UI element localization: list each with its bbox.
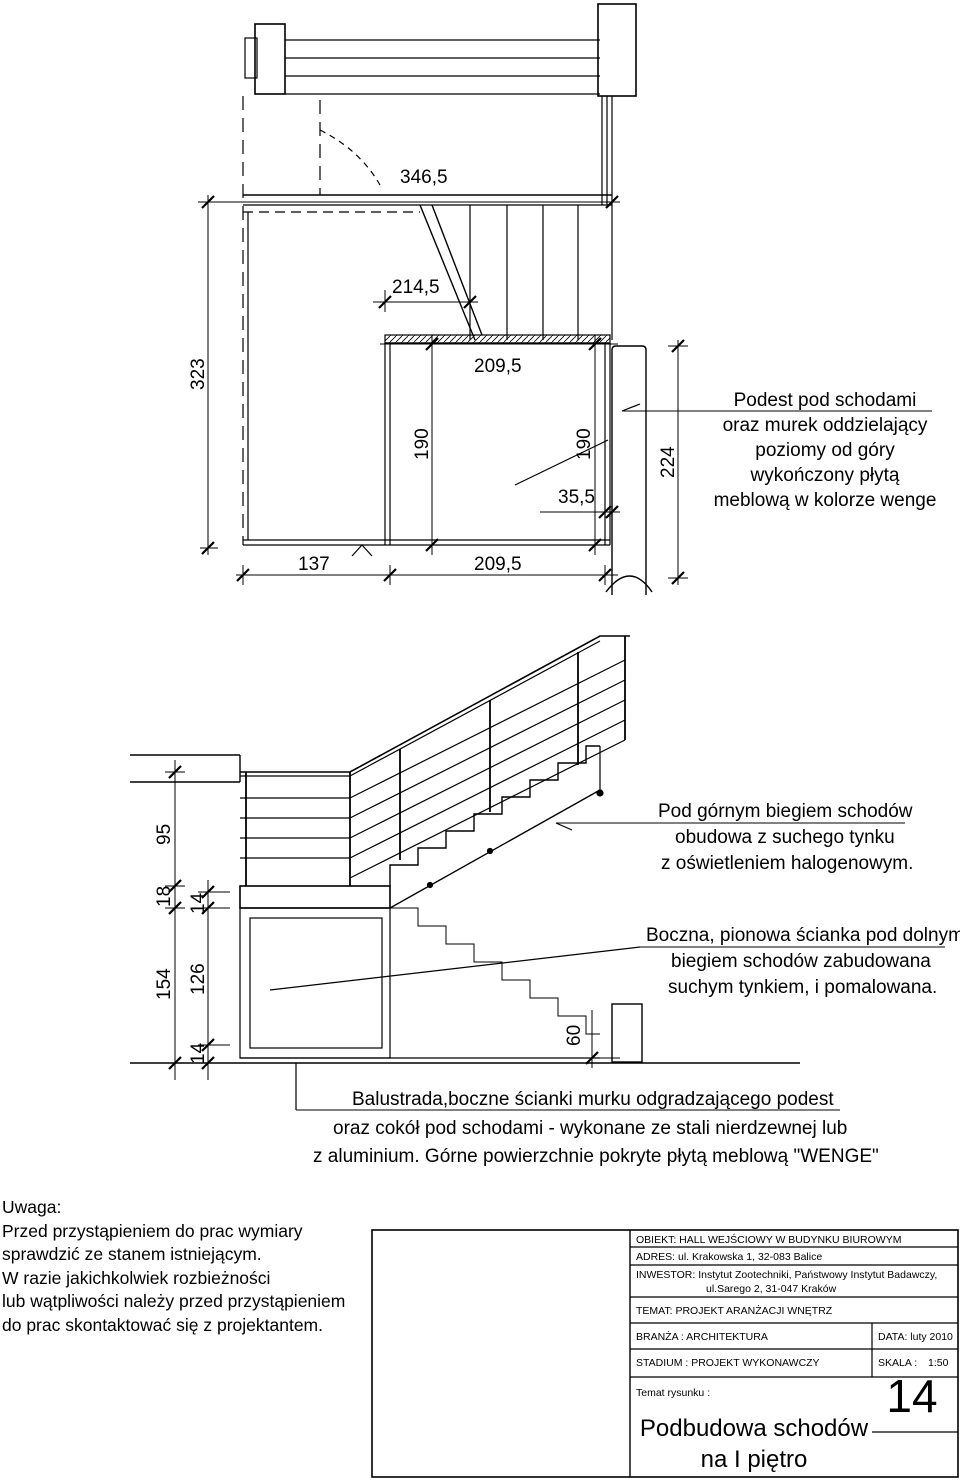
- plan-note: Podest pod schodami oraz murek oddzielaj…: [714, 390, 937, 511]
- note-side-line: biegiem schodów zabudowana: [671, 951, 931, 972]
- note-bottom-line: oraz cokół pod schodami - wykonane ze st…: [333, 1118, 847, 1139]
- tb-skala-label: SKALA :: [878, 1357, 917, 1369]
- plan-note-line: oraz murek oddzielający: [723, 415, 928, 436]
- dim-plinth-width: 60: [564, 1025, 585, 1046]
- remark-line: Przed przystąpieniem do prac wymiary: [2, 1220, 303, 1241]
- dim-landing-width-top: 209,5: [474, 356, 522, 377]
- dim-slab: 18: [154, 886, 175, 907]
- remark-line: lub wątpliwości należy przed przystąpien…: [2, 1291, 346, 1312]
- elevation-note-side: Boczna, pionowa ścianka pod dolnym biegi…: [646, 925, 960, 998]
- remark-line: W razie jakichkolwiek rozbieżności: [2, 1267, 271, 1288]
- dim-rail-offset: 35,5: [558, 487, 595, 508]
- note-bottom-line: z aluminium. Górne powierzchnie pokryte …: [313, 1146, 879, 1167]
- remark-line: do prac skontaktować się z projektantem.: [2, 1314, 323, 1335]
- plan-note-line: meblową w kolorze wenge: [714, 490, 937, 511]
- note-side-line: suchym tynkiem, i pomalowana.: [668, 977, 937, 998]
- dim-overall-depth: 323: [188, 358, 209, 390]
- dim-landing-width-bottom: 209,5: [474, 554, 522, 575]
- dim-landing-depth-total: 224: [658, 446, 679, 478]
- tb-adres: ADRES: ul. Krakowska 1, 32-083 Balice: [636, 1251, 822, 1263]
- title-block: [371, 1229, 959, 1478]
- note-upper-line: obudowa z suchego tynku: [675, 827, 895, 848]
- plan-note-line: wykończony płytą: [750, 465, 900, 486]
- dim-rail-height: 95: [154, 824, 175, 845]
- dim-landing-depth-left: 190: [412, 428, 433, 460]
- elevation-dimension-lines: [165, 760, 620, 1080]
- dim-wall-height: 126: [188, 963, 209, 995]
- tb-data: DATA: luty 2010: [878, 1331, 953, 1343]
- tb-drawing-title-2: na I piętro: [701, 1446, 808, 1473]
- tb-branza: BRANŻA : ARCHITEKTURA: [636, 1330, 768, 1343]
- dim-top-board: 14: [188, 892, 209, 914]
- tb-obiekt: OBIEKT: HALL WEJŚCIOWY W BUDYNKU BIUROWY…: [636, 1233, 901, 1246]
- plan-dimension-lines: [198, 195, 688, 585]
- note-upper-line: z oświetleniem halogenowym.: [661, 853, 913, 874]
- dim-left-room: 137: [298, 554, 330, 575]
- tb-inwestor-2: ul.Sarego 2, 31-047 Kraków: [706, 1283, 837, 1295]
- tb-temat: TEMAT: PROJEKT ARANŻACJI WNĘTRZ: [636, 1304, 833, 1317]
- dim-landing-depth-right: 190: [574, 428, 595, 460]
- remark-line: sprawdzić ze stanem istniejącym.: [2, 1244, 262, 1265]
- dim-landing-height: 154: [154, 968, 175, 1000]
- tb-stadium: STADIUM : PROJEKT WYKONAWCZY: [636, 1357, 820, 1369]
- dim-plinth: 14: [188, 1042, 209, 1064]
- remark-block: Uwaga: Przed przystąpieniem do prac wymi…: [2, 1196, 352, 1338]
- remark-line: Uwaga:: [2, 1197, 62, 1217]
- tb-skala-value: 1:50: [928, 1357, 949, 1369]
- elevation-view: [130, 635, 945, 1111]
- plan-note-line: Podest pod schodami: [734, 390, 917, 411]
- note-upper-line: Pod górnym biegiem schodów: [658, 801, 913, 822]
- note-side-line: Boczna, pionowa ścianka pod dolnym: [646, 925, 960, 946]
- tb-inwestor-1: INWESTOR: Instytut Zootechniki, Państwow…: [636, 1269, 937, 1281]
- dim-total-width: 346,5: [400, 167, 448, 188]
- dim-upper-flight: 214,5: [392, 277, 440, 298]
- plan-view: [198, 3, 932, 595]
- elevation-note-upper: Pod górnym biegiem schodów obudowa z suc…: [658, 801, 913, 874]
- note-bottom-line: Balustrada,boczne ścianki murku odgradza…: [352, 1089, 834, 1110]
- plan-note-line: poziomy od góry: [755, 440, 895, 461]
- tb-temat-rysunku-label: Temat rysunku :: [636, 1387, 710, 1399]
- elevation-note-bottom: Balustrada,boczne ścianki murku odgradza…: [313, 1089, 879, 1167]
- tb-sheet-number: 14: [886, 1370, 937, 1422]
- tb-drawing-title-1: Podbudowa schodów: [640, 1415, 869, 1442]
